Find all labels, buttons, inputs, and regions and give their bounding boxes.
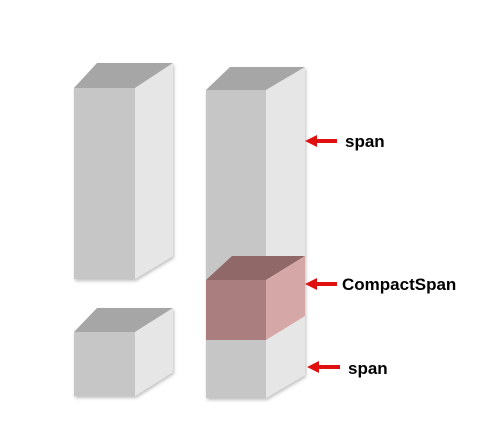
- top-span-arrow: [305, 135, 337, 147]
- left-short-column: [74, 308, 173, 396]
- right-column: [206, 67, 305, 398]
- left-tall-column: [74, 63, 173, 279]
- compact-span-top-face: [206, 256, 305, 280]
- bottom-span-arrow-head: [307, 361, 319, 373]
- top-span-side-face: [266, 67, 305, 280]
- compact-span-label: CompactSpan: [342, 275, 456, 294]
- bottom-span-arrow: [307, 361, 340, 373]
- left-tall-column-front-face: [74, 88, 135, 279]
- top-span-label: span: [345, 132, 385, 151]
- compact-span-side-face: [266, 256, 305, 340]
- left-tall-column-top-face: [74, 63, 173, 88]
- bottom-span-side-face: [266, 316, 305, 398]
- top-span-top-face: [206, 67, 305, 90]
- compact-span-arrow: [305, 278, 337, 290]
- left-tall-column-side-face: [135, 63, 173, 279]
- top-span-arrow-head: [305, 135, 317, 147]
- left-short-column-front-face: [74, 332, 135, 396]
- bottom-span-label: span: [348, 359, 388, 378]
- bottom-span-front-face: [206, 340, 266, 398]
- left-short-column-side-face: [135, 308, 173, 396]
- compact-span-front-face: [206, 280, 266, 340]
- top-span-front-face: [206, 90, 266, 280]
- compact-span-arrow-head: [305, 278, 317, 290]
- left-short-column-top-face: [74, 308, 173, 332]
